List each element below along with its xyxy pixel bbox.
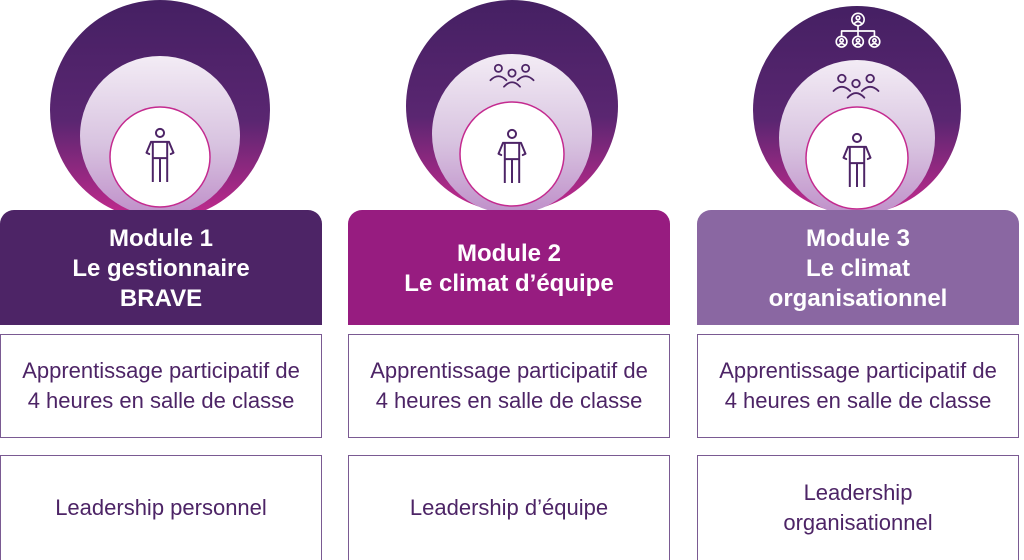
leadership-text: Leadership personnel (55, 495, 267, 520)
module-1-leadership-box: Leadership personnel (0, 455, 322, 560)
module-2-header: Module 2 Le climat d’équipe (348, 210, 670, 325)
leadership-text: Leadership organisationnel (783, 480, 933, 535)
module-subtitle-line: organisationnel (768, 284, 948, 312)
module-1-column: Module 1 Le gestionnaire BRAVE Apprentis… (0, 0, 322, 560)
format-text: Apprentissage participatif de 4 heures e… (22, 358, 300, 413)
module-subtitle-line: Le climat (805, 254, 911, 282)
inner-circle (109, 106, 211, 208)
module-2-column: Module 2 Le climat d’équipe Apprentissag… (348, 0, 670, 560)
module-2-format-box: Apprentissage participatif de 4 heures e… (348, 334, 670, 438)
inner-circle (459, 101, 565, 207)
module-subtitle-line: Le gestionnaire (72, 254, 250, 282)
module-3-format-box: Apprentissage participatif de 4 heures e… (697, 334, 1019, 438)
format-text: Apprentissage participatif de 4 heures e… (719, 358, 997, 413)
format-text: Apprentissage participatif de 4 heures e… (370, 358, 648, 413)
module-subtitle-line: BRAVE (119, 284, 203, 312)
leadership-text: Leadership d’équipe (409, 495, 609, 520)
module-1-format-box: Apprentissage participatif de 4 heures e… (0, 334, 322, 438)
module-title: Module 1 (108, 224, 213, 252)
module-3-circles (753, 6, 961, 215)
module-1-circles (50, 0, 270, 215)
module-2-circles (406, 0, 618, 214)
inner-circle (805, 106, 909, 210)
module-2-leadership-box: Leadership d’équipe (348, 455, 670, 560)
module-3-header: Module 3 Le climat organisationnel (697, 210, 1019, 325)
module-title: Module 2 (456, 239, 561, 267)
module-3-column: Module 3 Le climat organisationnel Appre… (697, 0, 1019, 560)
module-3-leadership-box: Leadership organisationnel (697, 455, 1019, 560)
module-1-header: Module 1 Le gestionnaire BRAVE (0, 210, 322, 325)
module-subtitle-line: Le climat d’équipe (404, 269, 614, 297)
module-title: Module 3 (805, 224, 910, 252)
